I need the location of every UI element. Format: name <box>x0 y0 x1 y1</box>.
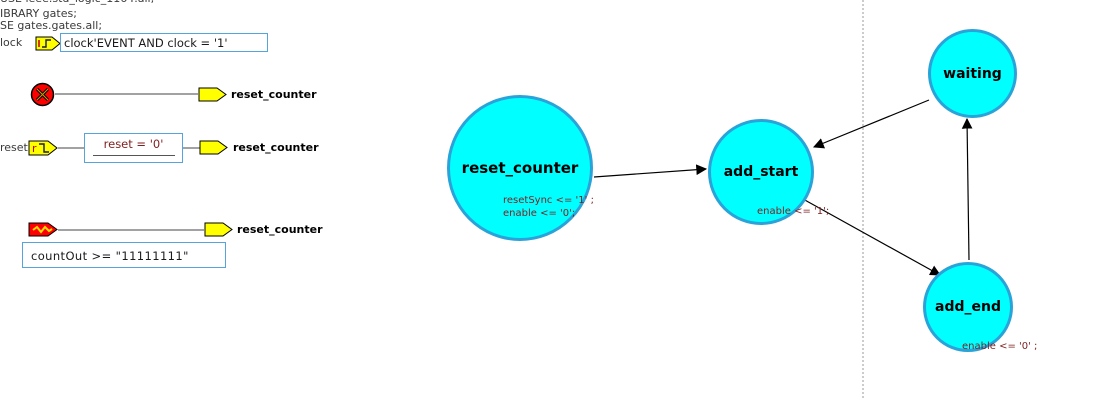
code-line-use: SE gates.gates.all; <box>0 19 103 32</box>
row2-target-label[interactable]: reset_counter <box>233 141 319 154</box>
state-add-end[interactable]: add_end <box>923 262 1013 352</box>
condition-underline <box>93 155 175 156</box>
add-end-action[interactable]: enable <= '0' ; <box>962 341 1038 352</box>
state-add-end-label: add_end <box>935 299 1001 315</box>
transition-waiting-to-addstart[interactable] <box>813 99 930 149</box>
transition-addend-to-waiting[interactable] <box>961 117 973 261</box>
reset-counter-action-1[interactable]: resetSync <= '1' ; <box>503 195 594 206</box>
row3-target-label[interactable]: reset_counter <box>237 223 323 236</box>
state-add-start[interactable]: add_start <box>708 119 814 225</box>
row1-target-arrow-icon[interactable] <box>198 87 227 102</box>
state-waiting[interactable]: waiting <box>928 29 1017 118</box>
code-line-library: IBRARY gates; <box>0 7 77 20</box>
code-line-clipped: USE ieee.std_logic_1164.all; <box>0 0 154 5</box>
state-waiting-label: waiting <box>943 65 1002 82</box>
reset-signal-label: reset <box>0 141 28 154</box>
row1-target-label[interactable]: reset_counter <box>231 88 317 101</box>
state-add-start-label: add_start <box>723 164 799 180</box>
state-reset-counter[interactable]: reset_counter <box>447 95 593 241</box>
count-condition-box[interactable]: countOut >= "11111111" <box>22 242 226 268</box>
state-reset-counter-label: reset_counter <box>461 159 579 177</box>
row3-target-arrow-icon[interactable] <box>204 222 233 237</box>
falling-edge-icon[interactable]: r <box>28 140 58 156</box>
clock-condition-box[interactable]: clock'EVENT AND clock = '1' <box>60 33 268 52</box>
reset-condition-box[interactable]: reset = '0' <box>84 133 183 163</box>
cross-circle-icon[interactable] <box>30 82 55 107</box>
reset-counter-action-2[interactable]: enable <= '0'; <box>503 208 576 219</box>
transition-resetcounter-to-addstart[interactable] <box>593 164 708 178</box>
reset-condition-text: reset = '0' <box>103 137 164 151</box>
row2-target-arrow-icon[interactable] <box>199 140 228 155</box>
priority-wave-icon[interactable] <box>28 222 58 237</box>
clock-signal-label: lock <box>0 36 23 49</box>
rising-edge-clock-icon[interactable] <box>35 36 61 51</box>
svg-text:r: r <box>32 142 37 155</box>
add-start-action[interactable]: enable <= '1'; <box>757 206 830 217</box>
